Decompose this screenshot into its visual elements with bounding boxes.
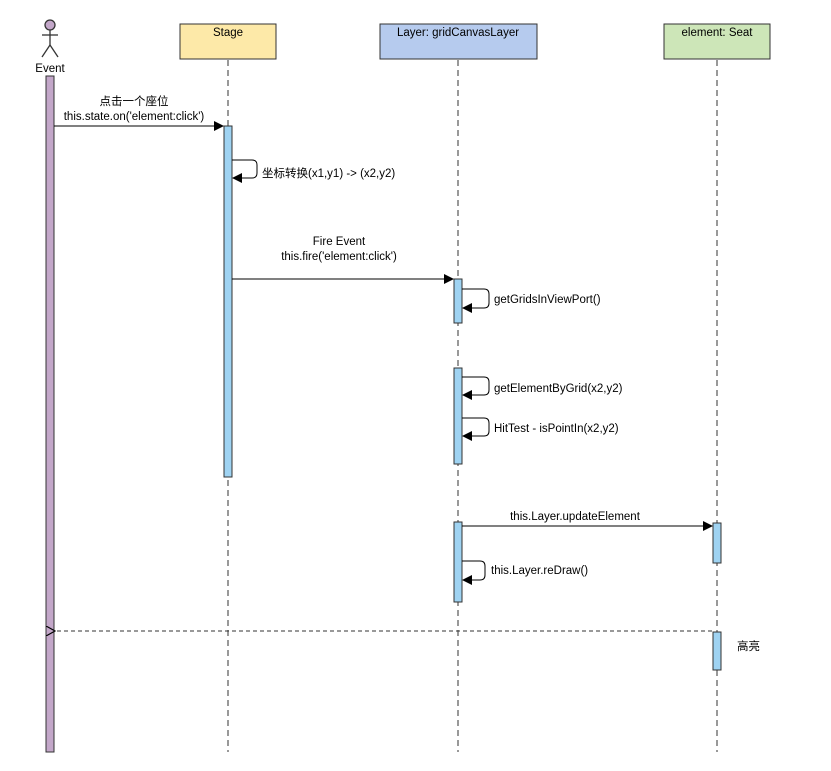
message-highlight-label: 高亮 (737, 639, 760, 653)
message-fire-event: Fire Event this.fire('element:click') (232, 236, 454, 284)
layer-activation-2 (453, 367, 463, 465)
seat-label: element: Seat (682, 27, 754, 39)
seat-head-box (663, 23, 771, 60)
layer-label: Layer: gridCanvasLayer (397, 27, 519, 39)
message-fire-event-line1: Fire Event (313, 236, 366, 248)
message-get-element-label: getElementByGrid(x2,y2) (494, 383, 623, 395)
message-fire-event-line2: this.fire('element:click') (281, 251, 397, 263)
seat-activation-1 (712, 522, 722, 564)
participant-layer: Layer: gridCanvasLayer (379, 23, 538, 752)
layer-activation-1 (453, 278, 463, 324)
actor-event: Event (35, 19, 66, 753)
message-click-seat-line1: 点击一个座位 (100, 94, 169, 108)
message-get-element-arrow (462, 376, 490, 400)
actor-label: Event (35, 63, 65, 75)
message-get-grids-arrow (462, 288, 490, 313)
message-coord-transform-label: 坐标转换(x1,y1) -> (x2,y2) (262, 166, 395, 180)
actor-activation-bar (45, 75, 55, 753)
stage-activation (223, 125, 233, 478)
message-update-element: this.Layer.updateElement (462, 511, 713, 531)
stage-head-box (179, 23, 277, 60)
message-redraw: this.Layer.reDraw() (462, 560, 588, 585)
message-redraw-label: this.Layer.reDraw() (491, 565, 588, 577)
participant-stage: Stage (179, 23, 277, 752)
message-get-grids: getGridsInViewPort() (462, 288, 601, 313)
message-get-element: getElementByGrid(x2,y2) (462, 376, 623, 400)
message-coord-transform: 坐标转换(x1,y1) -> (x2,y2) (232, 159, 395, 183)
message-hit-test-arrow (462, 417, 490, 441)
message-hit-test: HitTest - isPointIn(x2,y2) (462, 417, 619, 441)
stick-figure-icon (41, 19, 59, 58)
message-highlight-return: 高亮 (55, 631, 760, 653)
participant-seat: element: Seat (663, 23, 771, 752)
layer-activation-3 (453, 521, 463, 603)
message-click-seat-line2: this.state.on('element:click') (64, 111, 205, 123)
stage-label: Stage (213, 27, 243, 39)
message-hit-test-label: HitTest - isPointIn(x2,y2) (494, 423, 619, 435)
message-click-seat: 点击一个座位 this.state.on('element:click') (54, 94, 224, 131)
message-coord-transform-arrow (232, 159, 258, 183)
seat-activation-2 (712, 631, 722, 671)
message-redraw-arrow (462, 560, 486, 585)
message-get-grids-label: getGridsInViewPort() (494, 294, 601, 306)
layer-head-box (379, 23, 538, 60)
message-update-element-label: this.Layer.updateElement (510, 511, 641, 523)
